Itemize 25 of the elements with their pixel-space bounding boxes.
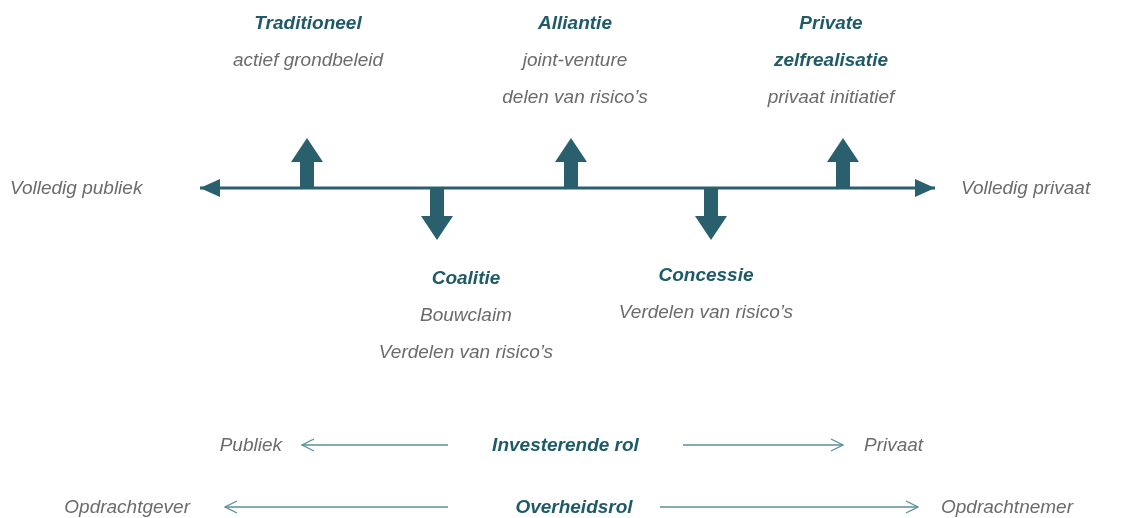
option-description: joint-venture	[522, 48, 628, 72]
arrow	[301, 438, 449, 452]
option-description: delen van risico’s	[502, 85, 648, 109]
axis-label: Volledig publiek	[10, 176, 143, 200]
option-title: Concessie	[658, 263, 754, 287]
option-title: Alliantie	[538, 11, 612, 35]
role-title: Investerende rol	[492, 433, 639, 457]
option-description: Verdelen van risico’s	[378, 340, 554, 364]
option-description: privaat initiatief	[767, 85, 895, 109]
axis-arrow	[200, 179, 935, 197]
option-title: Private zelfrealisatie	[772, 11, 890, 72]
axis-label: Opdrachtnemer	[941, 495, 1073, 518]
role-title: Overheidsrol	[515, 495, 633, 518]
axis-label: Opdrachtgever	[64, 495, 190, 518]
option-title: Coalitie	[431, 266, 501, 290]
axis-label: Privaat	[864, 433, 924, 457]
option-description: actief grondbeleid	[233, 48, 383, 72]
arrow	[682, 438, 844, 452]
option-description: Bouwclaim	[420, 303, 512, 327]
option-description: Verdelen van risico’s	[618, 300, 794, 324]
axis-label: Volledig privaat	[961, 176, 1091, 200]
arrow	[659, 500, 919, 514]
option-title: Traditioneel	[254, 11, 362, 35]
axis-label: Publiek	[219, 433, 282, 457]
arrow	[224, 500, 449, 514]
